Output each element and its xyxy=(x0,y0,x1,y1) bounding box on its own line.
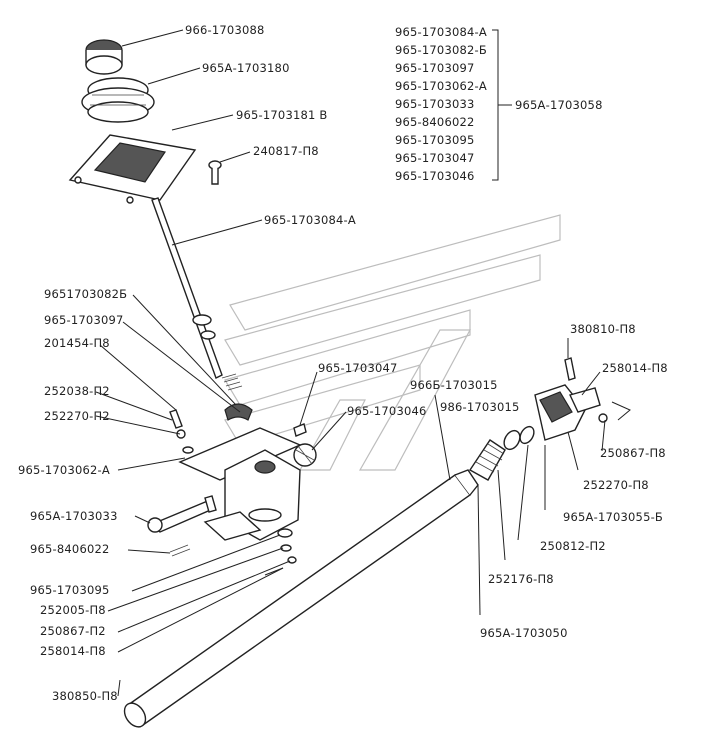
ball-joint xyxy=(293,423,317,467)
label-252270-right: 252270-П8 xyxy=(583,478,649,492)
label-047: 965-1703047 xyxy=(318,361,398,375)
label-252176: 252176-П8 xyxy=(488,572,554,586)
assembly-item-4: 965-1703062-А xyxy=(395,79,487,93)
label-055b: 965А-1703055-Б xyxy=(563,510,663,524)
assembly-item-7: 965-1703095 xyxy=(395,133,475,147)
leader-lines xyxy=(95,29,631,697)
label-033: 965А-1703033 xyxy=(30,509,118,523)
label-046: 965-1703046 xyxy=(347,404,427,418)
label-plate: 965-1703181 В xyxy=(236,108,327,122)
label-258014-right: 258014-П8 xyxy=(602,361,668,375)
label-258014-left: 258014-П8 xyxy=(40,644,106,658)
assembly-item-9: 965-1703046 xyxy=(395,169,475,183)
assembly-id-label: 965А-1703058 xyxy=(515,98,603,112)
bracket-housing xyxy=(178,427,302,541)
spring-assembly xyxy=(221,373,253,421)
cover-plate xyxy=(68,134,197,204)
label-201454: 201454-П8 xyxy=(44,336,110,350)
part-labels: 966-1703088 965А-1703180 965-1703181 В 2… xyxy=(18,23,668,703)
assembly-item-5: 965-1703033 xyxy=(395,97,475,111)
label-252038: 252038-П2 xyxy=(44,384,110,398)
assembly-item-1: 965-1703084-А xyxy=(395,25,487,39)
label-986: 986-1703015 xyxy=(440,400,520,414)
small-fasteners-left xyxy=(169,409,194,454)
long-shift-tube xyxy=(123,469,479,728)
label-knob: 966-1703088 xyxy=(185,23,265,37)
label-250812: 250812-П2 xyxy=(540,539,606,553)
label-250867-right: 250867-П8 xyxy=(600,446,666,460)
label-screw-top: 240817-П8 xyxy=(253,144,319,158)
label-097: 965-1703097 xyxy=(44,313,124,327)
assembly-item-8: 965-1703047 xyxy=(395,151,475,165)
label-8406022: 965-8406022 xyxy=(30,542,110,556)
assembly-item-2: 965-1703082-Б xyxy=(395,43,487,57)
label-252270-left: 252270-П2 xyxy=(44,409,110,423)
label-966b: 966Б-1703015 xyxy=(410,378,498,392)
assembly-item-3: 965-1703097 xyxy=(395,61,475,75)
label-lever: 965-1703084-А xyxy=(264,213,356,227)
label-250867-left: 250867-П2 xyxy=(40,624,106,638)
selector-lever xyxy=(147,495,217,533)
watermark-emblem xyxy=(224,214,561,471)
rubber-boot xyxy=(81,77,155,123)
label-252005: 252005-П8 xyxy=(40,603,106,617)
screw-top xyxy=(208,160,222,185)
assembly-item-6: 965-8406022 xyxy=(395,115,475,129)
lever-knob xyxy=(85,39,123,75)
gear-lever-rod xyxy=(151,197,223,379)
label-380810: 380810-П8 xyxy=(570,322,636,336)
label-boot: 965А-1703180 xyxy=(202,61,290,75)
label-082b: 9651703082Б xyxy=(44,287,127,301)
label-050: 965А-1703050 xyxy=(480,626,568,640)
label-095: 965-1703095 xyxy=(30,583,110,597)
label-380850: 380850-П8 xyxy=(52,689,118,703)
label-062a: 965-1703062-А xyxy=(18,463,110,477)
coupling-parts-right xyxy=(468,357,608,481)
